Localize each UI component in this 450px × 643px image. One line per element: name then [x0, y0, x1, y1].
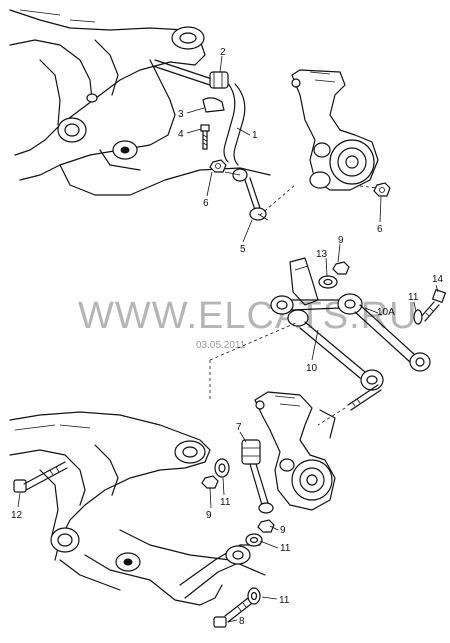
- bolt-12: [13, 461, 68, 493]
- callout-10: 10: [306, 363, 318, 374]
- callout-11-right: 11: [408, 292, 419, 303]
- wheel-bearing-housing-upper: [291, 69, 379, 191]
- callout-1: 1: [252, 130, 258, 141]
- callout-leaders: [17, 55, 439, 623]
- bolt-14: [419, 288, 447, 322]
- callout-11-bottom: 11: [279, 595, 290, 606]
- bolt-4: [200, 124, 210, 150]
- watermark-date: 03.05.2011: [196, 340, 246, 351]
- callout-11-mid: 11: [220, 497, 231, 508]
- callout-10a: 10A: [377, 307, 395, 318]
- callout-9-top: 9: [338, 235, 344, 246]
- callout-9-lower: 9: [280, 525, 286, 536]
- callout-7: 7: [236, 422, 242, 433]
- lower-subframe: [9, 411, 266, 606]
- callout-6-left: 6: [203, 198, 209, 209]
- assembly-line-upper: [259, 184, 379, 216]
- washer-11-mid: [214, 458, 230, 478]
- callout-6-right: 6: [377, 224, 383, 235]
- bolt-8: [213, 597, 252, 628]
- callout-8: 8: [239, 616, 245, 627]
- bush-7: [241, 439, 261, 465]
- callout-5: 5: [240, 244, 246, 255]
- callout-2: 2: [220, 47, 226, 58]
- callout-13: 13: [316, 249, 328, 260]
- lower-control-arm: [179, 544, 261, 599]
- callout-12: 12: [11, 510, 23, 521]
- transverse-link-10: [287, 309, 384, 391]
- wheel-bearing-housing-lower: [254, 391, 336, 511]
- bolt-link-lower: [347, 384, 382, 411]
- coupling-link: [224, 168, 269, 221]
- washer-11-bottom: [247, 587, 261, 605]
- assembly-line-lower: [209, 321, 346, 426]
- callout-4: 4: [178, 129, 184, 140]
- upper-subframe: [9, 9, 271, 196]
- callout-14: 14: [432, 274, 444, 285]
- nut-9-top: [332, 261, 350, 275]
- clamp-bracket: [202, 97, 225, 113]
- nut-6-right: [373, 182, 391, 197]
- watermark-text: WWW.ELCATS.RU: [78, 295, 418, 337]
- nut-9-left: [201, 475, 219, 489]
- washer-11-right: [413, 309, 423, 325]
- stabiliser-link-lower: [249, 463, 274, 514]
- callout-11-lower: 11: [280, 543, 291, 554]
- washer-11-lower: [245, 533, 263, 547]
- nut-9-lower: [257, 519, 275, 533]
- washer-13: [318, 275, 338, 289]
- callout-9-left: 9: [206, 510, 212, 521]
- nut-6-left: [209, 159, 227, 173]
- stabiliser-bush: [209, 71, 229, 89]
- transverse-link-10a: [270, 293, 431, 372]
- stabiliser-bar: [152, 59, 246, 166]
- callout-3: 3: [178, 109, 184, 120]
